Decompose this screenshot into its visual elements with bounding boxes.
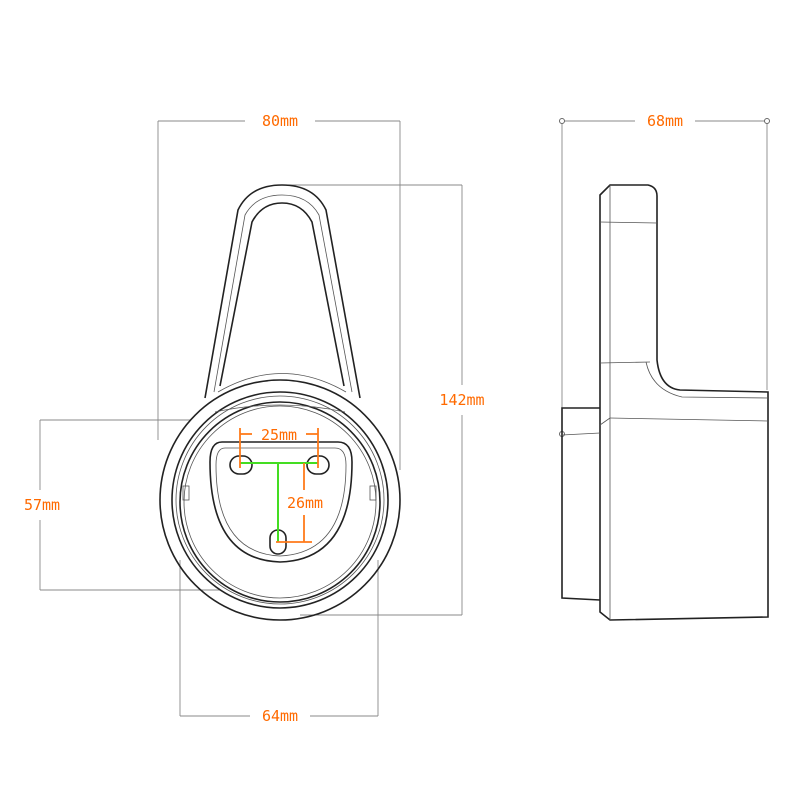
- body-height-label: 57mm: [24, 496, 60, 514]
- mount-hole-left: [229, 455, 253, 475]
- front-dimension-lines: [39, 120, 463, 717]
- side-view: [561, 184, 769, 621]
- overall-width-label: 80mm: [262, 112, 298, 130]
- hole-spacing-label: 25mm: [261, 426, 297, 444]
- front-view: [159, 184, 401, 621]
- depth-label: 68mm: [647, 112, 683, 130]
- hole-guides: [240, 462, 318, 542]
- hole-drop-label: 26mm: [287, 494, 323, 512]
- side-dimension-lines: [559, 118, 770, 437]
- overall-height-label: 142mm: [439, 391, 484, 409]
- body-width-label: 64mm: [262, 707, 298, 725]
- hole-dimensions: [239, 428, 319, 543]
